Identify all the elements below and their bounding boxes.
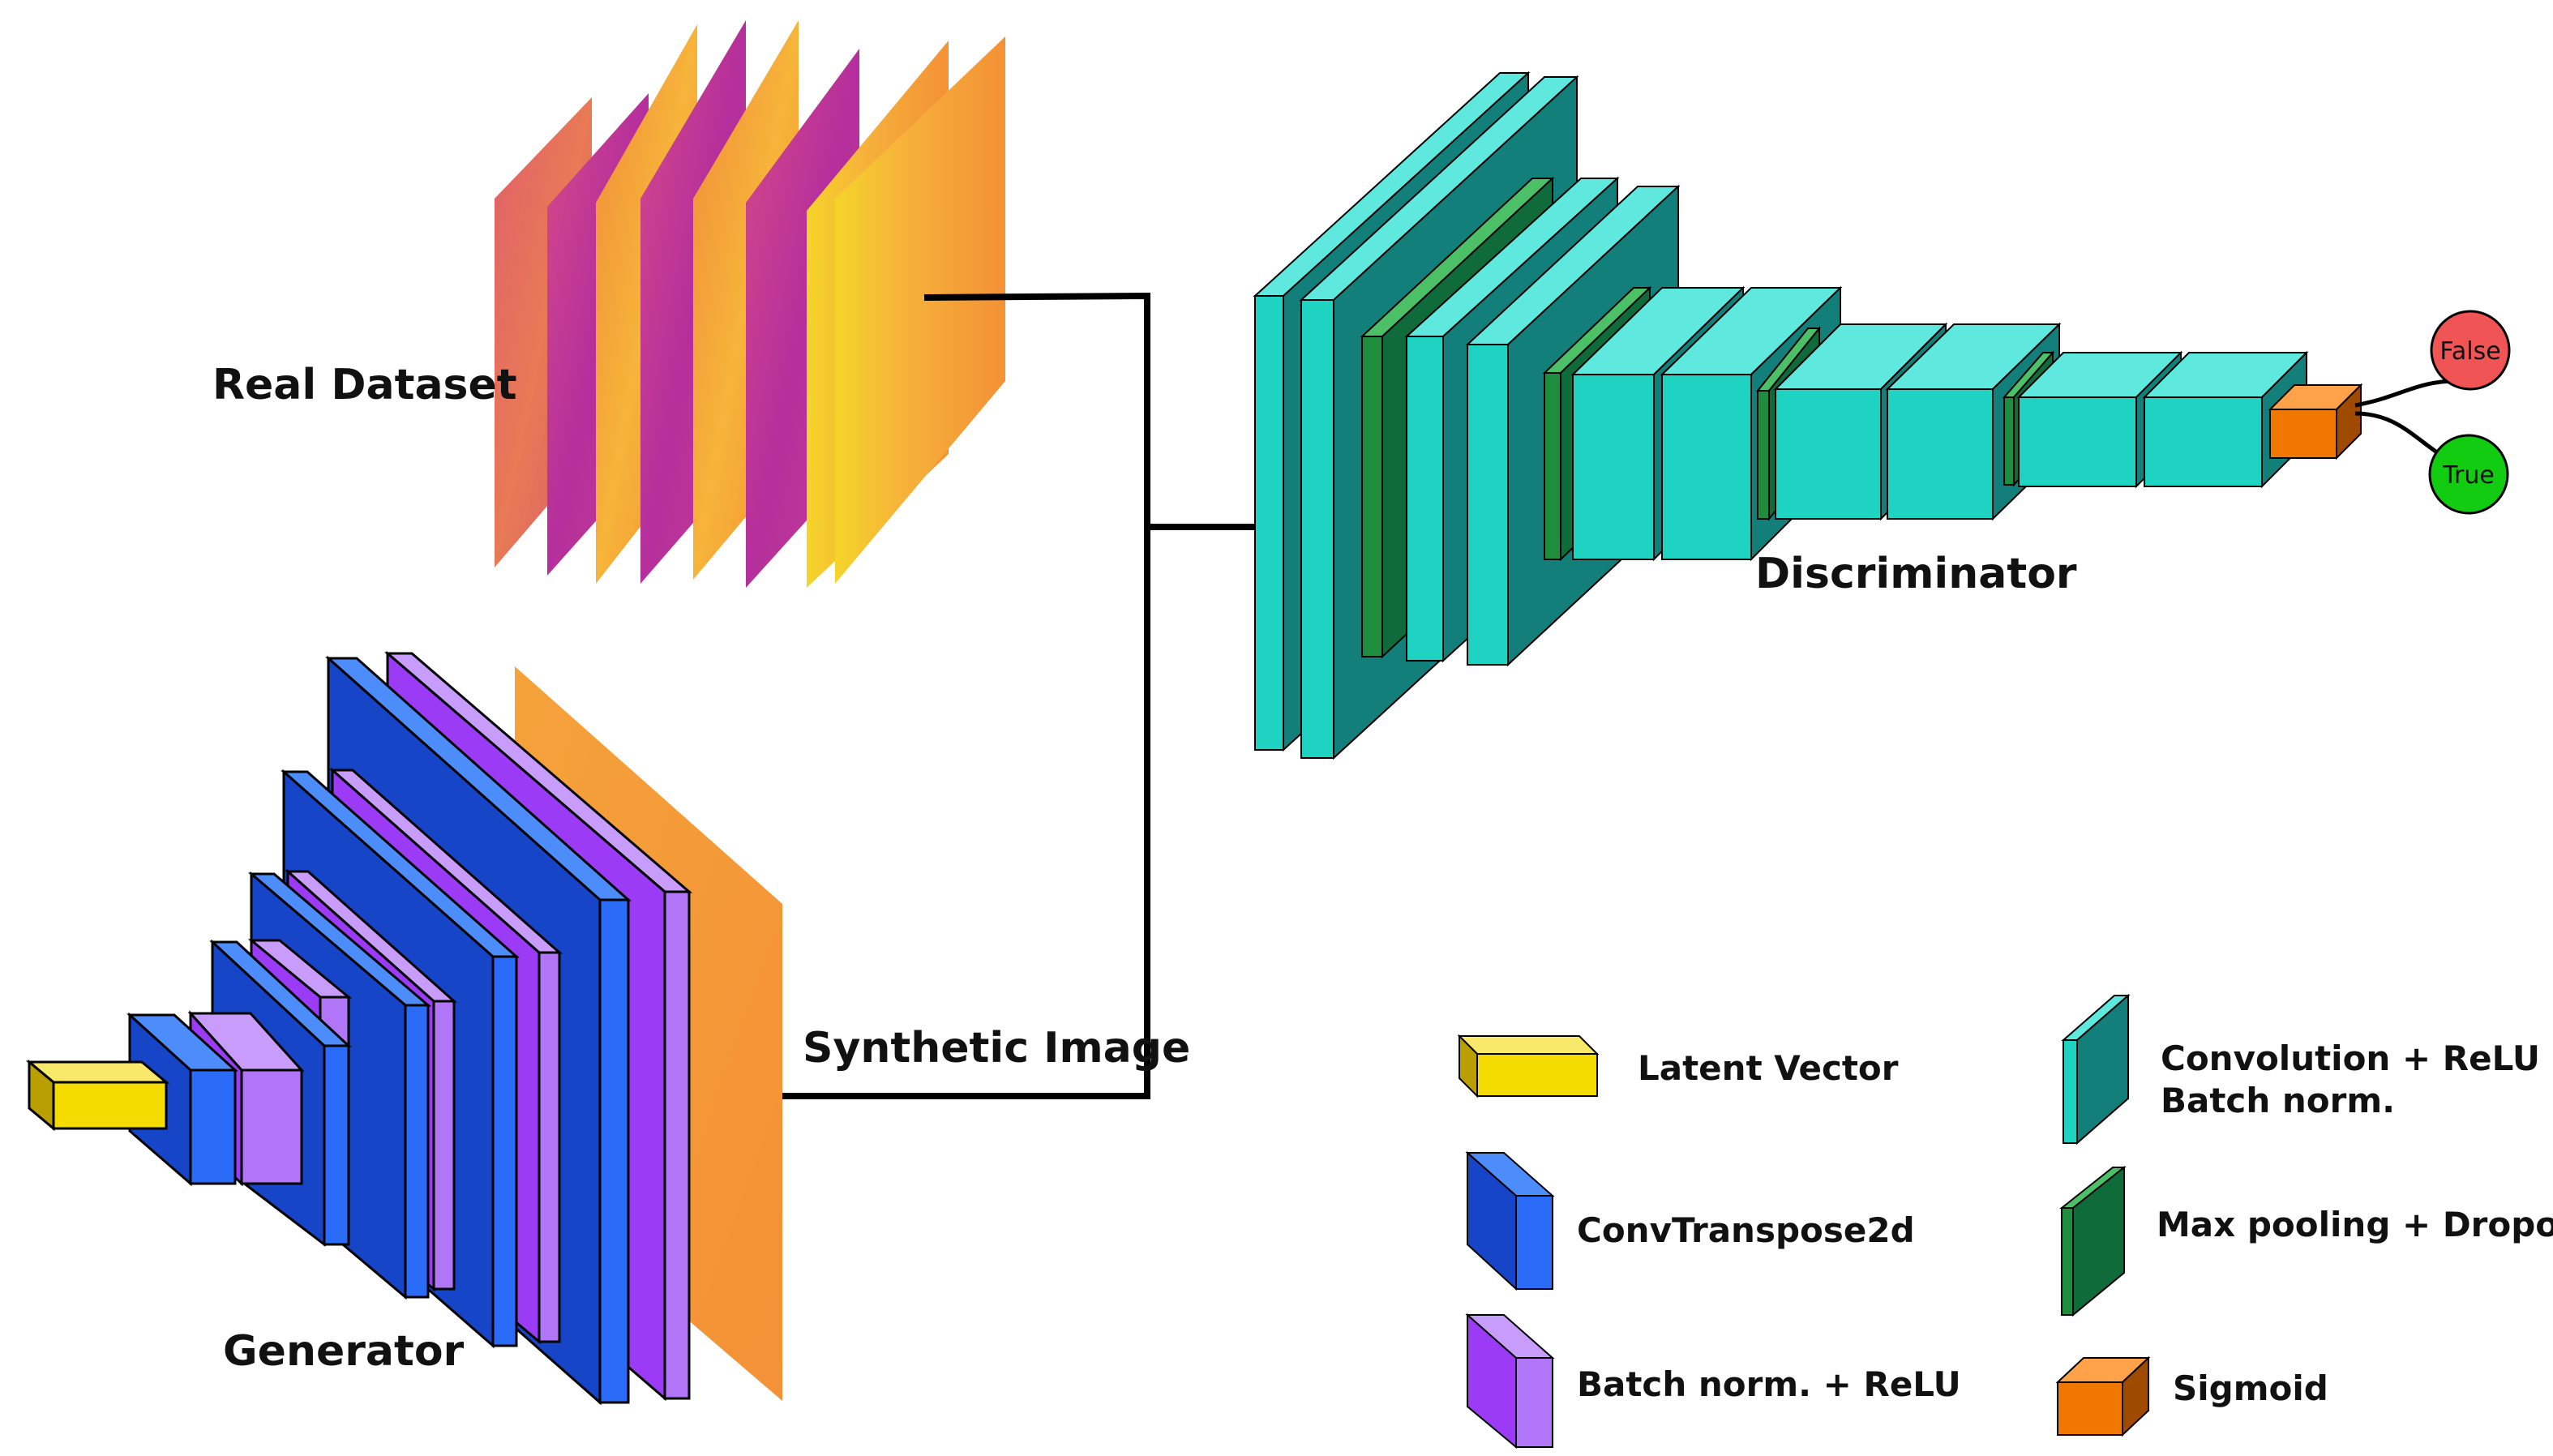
real-to-discriminator-line xyxy=(782,292,1150,1099)
legend-convolution-swatch xyxy=(2061,993,2131,1146)
discriminator-sigmoid-block xyxy=(2268,383,2363,460)
real-dataset-label: Real Dataset xyxy=(212,361,517,409)
synthetic-image-label: Synthetic Image xyxy=(803,1024,1190,1073)
legend-batchnorm-swatch xyxy=(1465,1313,1555,1450)
real-image-slice xyxy=(835,36,1005,584)
legend-convolution-label-line2: Batch norm. xyxy=(2161,1081,2395,1120)
generator-label: Generator xyxy=(223,1327,465,1376)
output-true-node: True xyxy=(2428,434,2509,515)
discriminator-label: Discriminator xyxy=(1755,550,2077,598)
legend-maxpool-label: Max pooling + Dropout xyxy=(2157,1205,2553,1244)
output-true-label: True xyxy=(2442,461,2495,490)
legend-latent-vector-swatch xyxy=(1457,1034,1600,1098)
data-flow-lines xyxy=(782,292,1255,1099)
legend-convtranspose-label: ConvTranspose2d xyxy=(1577,1210,1915,1250)
legend-convolution-label-line1: Convolution + ReLU + xyxy=(2161,1038,2553,1078)
discriminator-network: False True xyxy=(1253,71,2511,760)
legend-batchnorm-label: Batch norm. + ReLU xyxy=(1577,1364,1961,1404)
latent-vector-block xyxy=(25,1059,170,1132)
legend-sigmoid-label: Sigmoid xyxy=(2173,1368,2328,1408)
legend-convtranspose-swatch xyxy=(1465,1150,1555,1291)
generator-network xyxy=(25,650,782,1406)
real-dataset-stack xyxy=(495,20,1005,588)
output-false-label: False xyxy=(2439,337,2500,366)
legend-sigmoid-swatch xyxy=(2055,1355,2151,1437)
output-false-node: False xyxy=(2430,310,2511,391)
legend: Latent Vector ConvTranspose2d Batch norm… xyxy=(1457,993,2553,1450)
legend-maxpool-swatch xyxy=(2059,1165,2127,1317)
legend-latent-vector-label: Latent Vector xyxy=(1638,1048,1899,1088)
